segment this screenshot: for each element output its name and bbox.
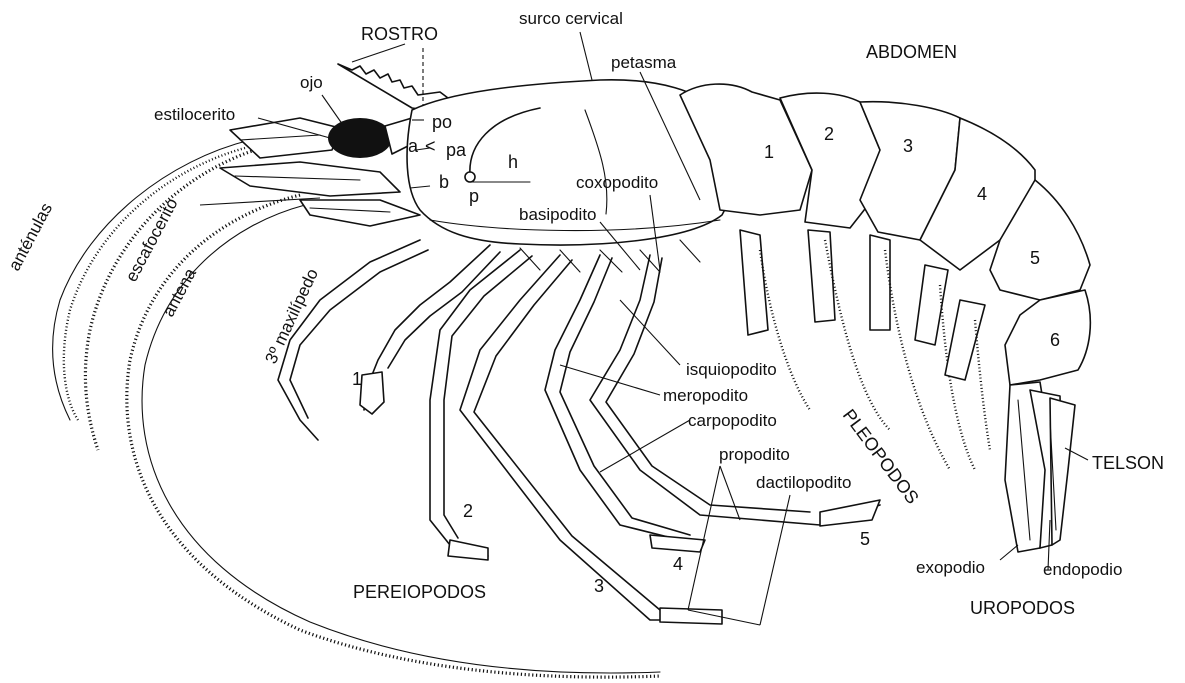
label-surco-cervical: surco cervical (519, 9, 623, 28)
leg-number-5: 5 (860, 529, 870, 549)
label-propodito: propodito (719, 445, 790, 464)
label-po: po (432, 112, 452, 132)
label-b: b (439, 172, 449, 192)
leg-number-1: 1 (352, 369, 362, 389)
arrow-a-pa: < (425, 136, 436, 156)
label-endopodio: endopodio (1043, 560, 1122, 579)
label-a: a (408, 136, 419, 156)
tail-fan (1005, 382, 1075, 552)
segment-number-2: 2 (824, 124, 834, 144)
label-pereiopodos: PEREIOPODOS (353, 582, 486, 602)
segment-number-1: 1 (764, 142, 774, 162)
label-escafocerito: escafocerito (122, 195, 182, 285)
label-ojo: ojo (300, 73, 323, 92)
pereiopods (278, 240, 880, 624)
label-uropodos: UROPODOS (970, 598, 1075, 618)
label-abdomen: ABDOMEN (866, 42, 957, 62)
leg-number-4: 4 (673, 554, 683, 574)
label-petasma: petasma (611, 53, 677, 72)
label-pleopodos: PLEOPODOS (839, 405, 923, 507)
label-antenulas: anténulas (5, 200, 56, 274)
label-exopodio: exopodio (916, 558, 985, 577)
label-coxopodito: coxopodito (576, 173, 658, 192)
segment-number-3: 3 (903, 136, 913, 156)
segment-number-4: 4 (977, 184, 987, 204)
label-carpopodito: carpopodito (688, 411, 777, 430)
shrimp-drawing (53, 64, 1091, 677)
label-rostro: ROSTRO (361, 24, 438, 44)
segment-number-6: 6 (1050, 330, 1060, 350)
segment-number-5: 5 (1030, 248, 1040, 268)
label-estilocerito: estilocerito (154, 105, 235, 124)
label-pa: pa (446, 140, 467, 160)
leg-number-2: 2 (463, 501, 473, 521)
label-dactilopodito: dactilopodito (756, 473, 851, 492)
label-basipodito: basipodito (519, 205, 597, 224)
leg-number-3: 3 (594, 576, 604, 596)
label-telson: TELSON (1092, 453, 1164, 473)
label-p: p (469, 186, 479, 206)
label-h: h (508, 152, 518, 172)
label-meropodito: meropodito (663, 386, 748, 405)
label-maxilipedo: 3º maxilípedo (261, 266, 322, 367)
label-antena: antena (159, 265, 200, 320)
label-isquiopodito: isquiopodito (686, 360, 777, 379)
